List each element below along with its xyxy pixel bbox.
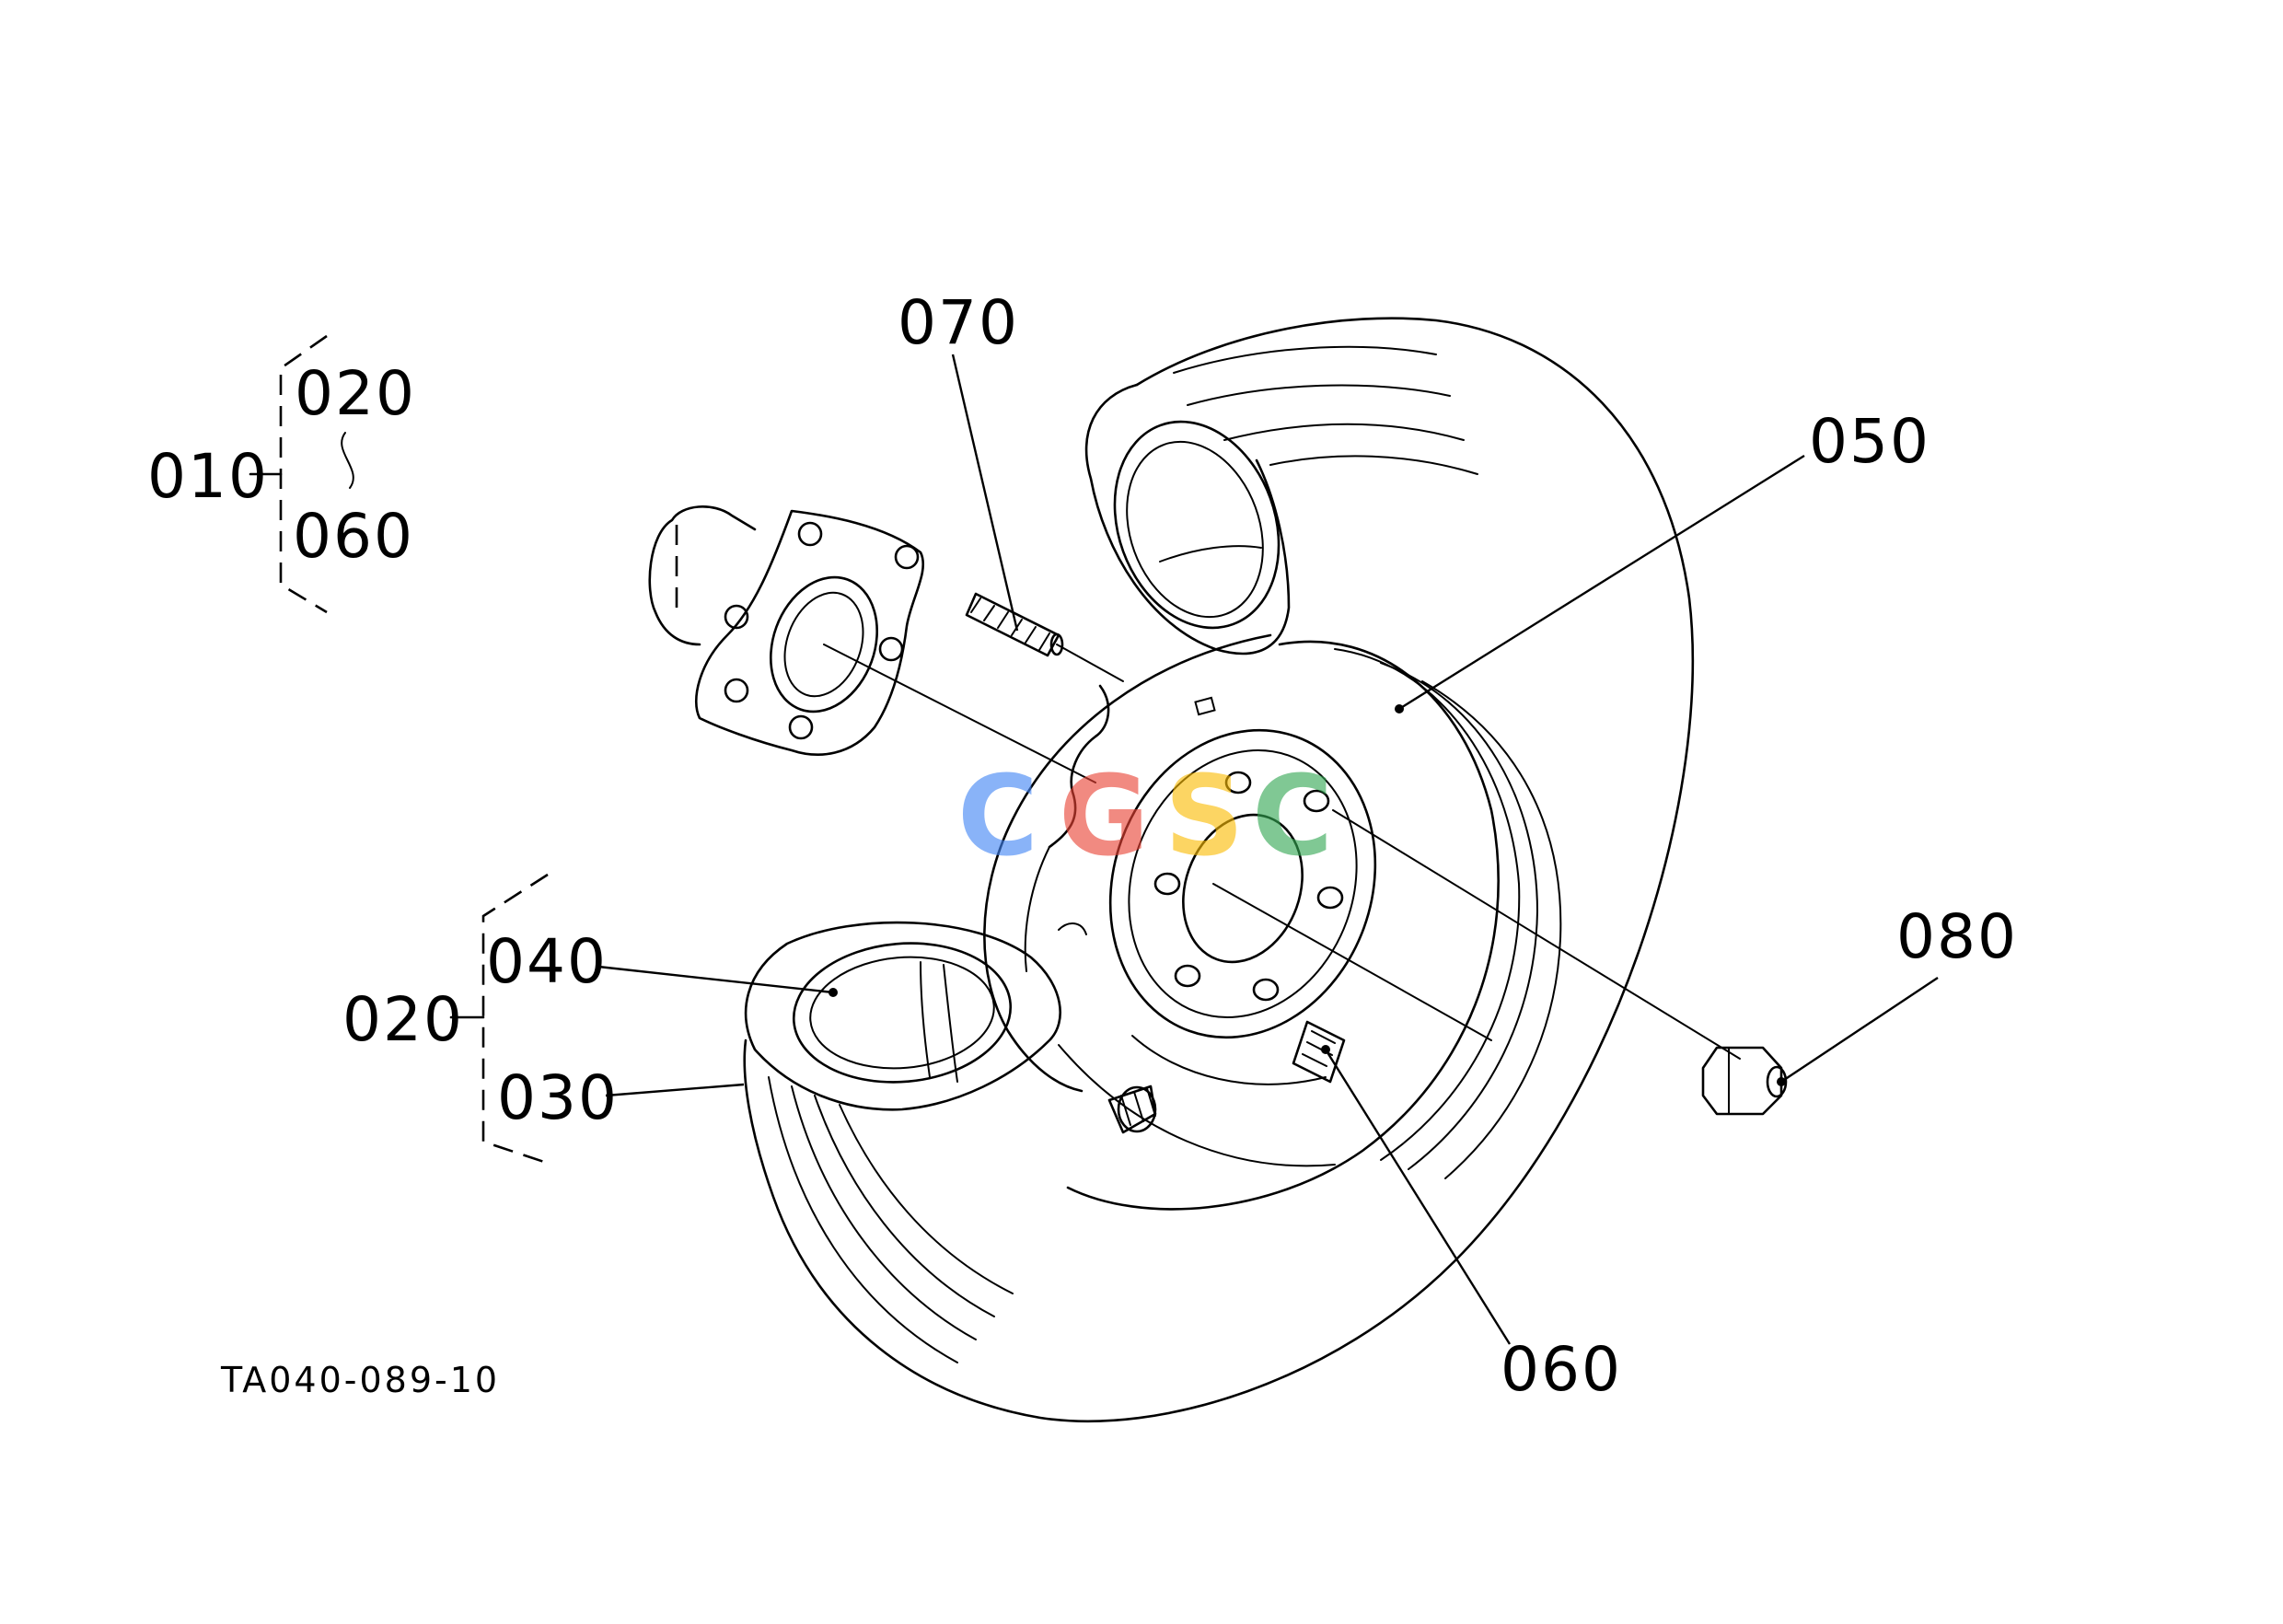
rim-bolt-hole: [1153, 872, 1181, 896]
label-040: 040: [486, 926, 608, 997]
label-010: 010: [147, 441, 269, 512]
tire-tread-line: [839, 1104, 1014, 1294]
label-020-top: 020: [295, 358, 416, 429]
tire-tread-line: [1223, 423, 1465, 441]
valve-stem: [1107, 1085, 1157, 1134]
tire-cutaway-top: [1084, 383, 1291, 655]
tire-tread-line: [814, 1095, 995, 1317]
wheel-nut-080: [1701, 1046, 1788, 1116]
tire-outer-edge: [743, 317, 1695, 1423]
label-060-bottom: 060: [1501, 1334, 1622, 1405]
watermark-letter-s: S: [1165, 753, 1245, 881]
hub-bolt-hole: [894, 544, 920, 570]
group-bracket-020: [449, 873, 553, 1166]
tire-sidewall: [1066, 640, 1500, 1211]
hub-bolt-hole: [724, 604, 749, 630]
group-bracket-010: [249, 334, 354, 614]
hub-bolt-hole: [797, 521, 823, 547]
label-020-mid: 020: [342, 984, 464, 1055]
rim-bolt-hole: [1224, 771, 1252, 795]
label-030: 030: [497, 1062, 619, 1133]
watermark-letter-c2: C: [1252, 753, 1334, 881]
axle-hub: [648, 505, 925, 756]
hub-bore: [770, 575, 878, 713]
drawing-code: TA040-089-10: [221, 1360, 501, 1400]
rim-bolt-hole: [1252, 978, 1280, 1002]
watermark-logo: C G S C: [957, 762, 1362, 891]
label-070: 070: [898, 287, 1019, 358]
tire-drawing: [743, 317, 1695, 1423]
weight-plate-060: [1292, 1020, 1346, 1084]
hub-bolt-hole: [724, 678, 749, 703]
tire-tread-line: [768, 1076, 958, 1363]
hub-bolt-hole: [878, 636, 904, 662]
tire-inner-bead: [1058, 1044, 1336, 1167]
label-060-top: 060: [293, 501, 414, 572]
tire-tread-line: [1187, 384, 1451, 406]
watermark-letter-c1: C: [957, 753, 1039, 881]
tire-tread-line: [1269, 455, 1478, 475]
inner-tube-opening: [792, 942, 1013, 1084]
tire-sidewall-ring: [1334, 648, 1521, 1161]
tire-sidewall-ring: [1421, 680, 1562, 1179]
rim-hub-ring: [1108, 728, 1377, 1039]
hub-bolt-hole: [788, 714, 814, 740]
tire-cutaway-bottom: [744, 921, 1061, 1111]
tire-tread-line: [1173, 345, 1437, 374]
rim-center-bore: [1182, 813, 1304, 964]
tire-sidewall-ring: [1380, 662, 1539, 1170]
rim-bolt-hole: [1316, 886, 1344, 910]
rim-bolt-hole: [1174, 964, 1201, 988]
label-050: 050: [1809, 406, 1930, 477]
tire-tread-line: [791, 1085, 977, 1340]
leader-lines: [597, 354, 1939, 1345]
watermark-letter-g: G: [1059, 753, 1150, 881]
label-080: 080: [1896, 901, 2018, 972]
rim-bolt-hole: [1303, 789, 1330, 813]
wheel-stud-070: [965, 592, 1064, 657]
